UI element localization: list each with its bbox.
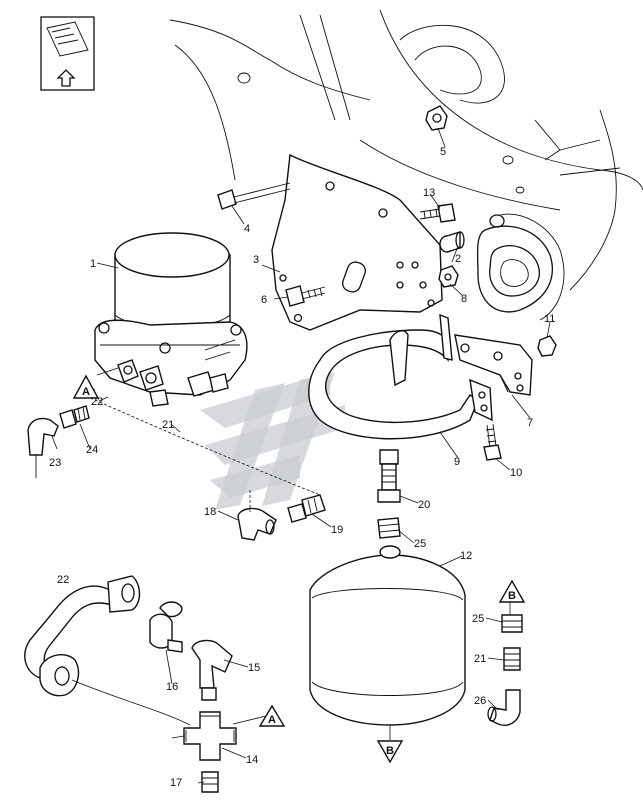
connector-24 xyxy=(59,405,90,429)
callout-13: 13 xyxy=(423,187,435,199)
air-dryer xyxy=(94,232,248,407)
callout-22-hose: 22 xyxy=(57,574,69,586)
connection-marker-b-bottom: B xyxy=(376,740,404,764)
bracket-7 xyxy=(454,334,533,396)
connection-marker-a-upper: A xyxy=(72,374,100,399)
callout-labels: 1 2 3 4 5 6 7 8 9 10 11 12 13 14 15 16 1… xyxy=(49,146,555,789)
svg-text:A: A xyxy=(82,386,90,398)
callout-19: 19 xyxy=(331,524,343,536)
callout-11: 11 xyxy=(544,313,555,325)
logo-watermark xyxy=(200,372,345,510)
callout-26: 26 xyxy=(474,695,486,707)
air-tank xyxy=(309,545,466,726)
nut-8 xyxy=(438,265,459,288)
callout-25-tank: 25 xyxy=(414,538,426,550)
svg-text:B: B xyxy=(386,745,394,757)
tank-strap xyxy=(308,313,493,440)
callout-24: 24 xyxy=(86,444,98,456)
elbow-15 xyxy=(191,639,233,701)
mounting-bracket xyxy=(271,153,443,331)
hose-22 xyxy=(24,575,141,697)
svg-text:A: A xyxy=(268,714,276,726)
tube-21-upper xyxy=(94,399,321,496)
callout-2: 2 xyxy=(455,253,461,265)
callout-17: 17 xyxy=(170,777,182,789)
callout-15: 15 xyxy=(248,662,260,674)
callout-9: 9 xyxy=(454,456,460,468)
callout-6: 6 xyxy=(261,294,267,306)
svg-text:B: B xyxy=(508,590,516,602)
callout-8: 8 xyxy=(461,293,467,305)
callout-21-right: 21 xyxy=(474,653,486,665)
elbow-fitting-18 xyxy=(237,507,277,541)
nut-5 xyxy=(425,105,448,131)
callout-21-upper: 21 xyxy=(162,419,174,431)
drain-cock-16 xyxy=(149,601,183,653)
callout-14: 14 xyxy=(246,754,258,766)
callout-18: 18 xyxy=(204,506,216,518)
callout-1: 1 xyxy=(90,258,96,270)
union-21 xyxy=(503,647,521,671)
callout-4: 4 xyxy=(244,223,250,235)
fitting-25-tank xyxy=(377,517,401,539)
leader-lines xyxy=(51,127,551,784)
fitting-17 xyxy=(201,771,219,793)
elbow-fitting-23 xyxy=(27,417,59,478)
tube-21-lower xyxy=(71,679,191,726)
callout-3: 3 xyxy=(253,254,259,266)
callout-20: 20 xyxy=(418,499,430,511)
callout-25-right: 25 xyxy=(472,613,484,625)
nut-11 xyxy=(537,335,557,357)
callout-7: 7 xyxy=(527,417,533,429)
front-direction-arrow-icon xyxy=(40,16,95,91)
tee-14 xyxy=(183,711,237,761)
bolt-6 xyxy=(285,285,326,307)
bolt-13 xyxy=(419,203,456,223)
connection-marker-b-top: B xyxy=(498,579,526,603)
bolt-4 xyxy=(217,182,291,210)
callout-10: 10 xyxy=(510,467,522,479)
connection-marker-a-lower: A xyxy=(258,704,286,727)
callout-22-upper: 22 xyxy=(91,396,103,408)
chassis-outline xyxy=(169,9,643,321)
elbow-26 xyxy=(487,689,521,726)
callout-5: 5 xyxy=(440,146,446,158)
callout-23: 23 xyxy=(49,457,61,469)
bolt-10 xyxy=(483,423,502,461)
fitting-25-right xyxy=(501,614,523,633)
callout-16: 16 xyxy=(166,681,178,693)
spacer-2 xyxy=(439,231,465,253)
callout-12: 12 xyxy=(460,550,472,562)
fitting-19 xyxy=(287,494,326,523)
drain-valve-20 xyxy=(377,449,401,503)
